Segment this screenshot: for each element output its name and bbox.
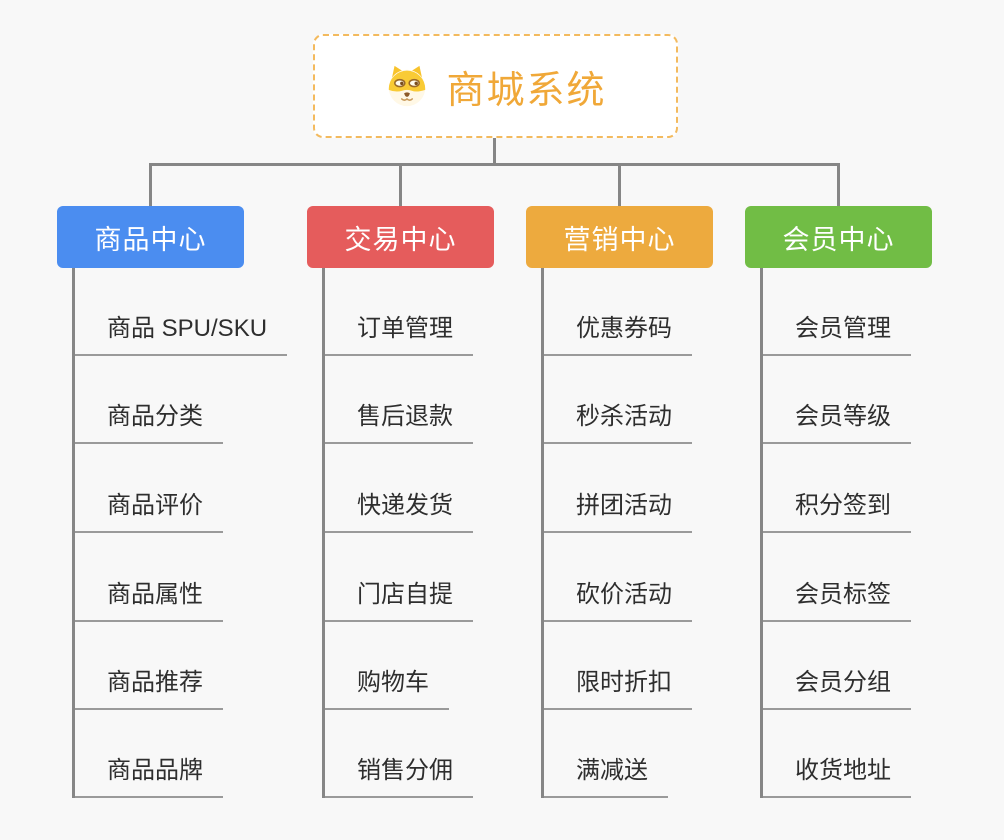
child-node[interactable]: 商品推荐 [75, 667, 223, 710]
connector-line [149, 163, 840, 166]
root-node[interactable]: 商城系统 [313, 34, 678, 138]
child-node[interactable]: 积分签到 [763, 490, 911, 533]
child-node[interactable]: 收货地址 [763, 755, 911, 798]
child-node[interactable]: 限时折扣 [544, 667, 692, 710]
child-node[interactable]: 会员等级 [763, 401, 911, 444]
branch-children-marketing-center: 优惠券码 秒杀活动 拼团活动 砍价活动 限时折扣 满减送 [541, 268, 794, 798]
child-node[interactable]: 商品 SPU/SKU [75, 313, 288, 356]
child-node[interactable]: 会员分组 [763, 667, 911, 710]
connector-line [618, 163, 621, 208]
child-node[interactable]: 商品品牌 [75, 755, 223, 798]
child-node[interactable]: 会员标签 [763, 579, 911, 622]
child-node[interactable]: 门店自提 [325, 579, 473, 622]
child-node[interactable]: 购物车 [325, 667, 449, 710]
child-node[interactable]: 会员管理 [763, 313, 911, 356]
child-node[interactable]: 商品分类 [75, 401, 223, 444]
child-node[interactable]: 拼团活动 [544, 490, 692, 533]
child-node[interactable]: 秒杀活动 [544, 401, 692, 444]
child-node[interactable]: 售后退款 [325, 401, 473, 444]
shiba-dog-icon [384, 63, 430, 109]
child-node[interactable]: 销售分佣 [325, 755, 473, 798]
child-node[interactable]: 商品评价 [75, 490, 223, 533]
child-node[interactable]: 商品属性 [75, 579, 223, 622]
child-node[interactable]: 满减送 [544, 755, 668, 798]
branch-node-trade-center[interactable]: 交易中心 [307, 206, 494, 268]
root-node-title: 商城系统 [446, 69, 607, 112]
branch-node-member-center[interactable]: 会员中心 [745, 206, 932, 268]
child-node[interactable]: 快递发货 [325, 490, 473, 533]
branch-node-marketing-center[interactable]: 营销中心 [526, 206, 713, 268]
child-node[interactable]: 砍价活动 [544, 579, 692, 622]
connector-line [493, 138, 496, 166]
child-node[interactable]: 优惠券码 [544, 313, 692, 356]
branch-children-member-center: 会员管理 会员等级 积分签到 会员标签 会员分组 收货地址 [760, 268, 1004, 798]
branch-children-product-center: 商品 SPU/SKU 商品分类 商品评价 商品属性 商品推荐 商品品牌 [72, 268, 325, 798]
connector-line [837, 163, 840, 208]
connector-line [149, 163, 152, 208]
connector-line [399, 163, 402, 208]
branch-node-product-center[interactable]: 商品中心 [57, 206, 244, 268]
branch-children-trade-center: 订单管理 售后退款 快递发货 门店自提 购物车 销售分佣 [322, 268, 575, 798]
child-node[interactable]: 订单管理 [325, 313, 473, 356]
